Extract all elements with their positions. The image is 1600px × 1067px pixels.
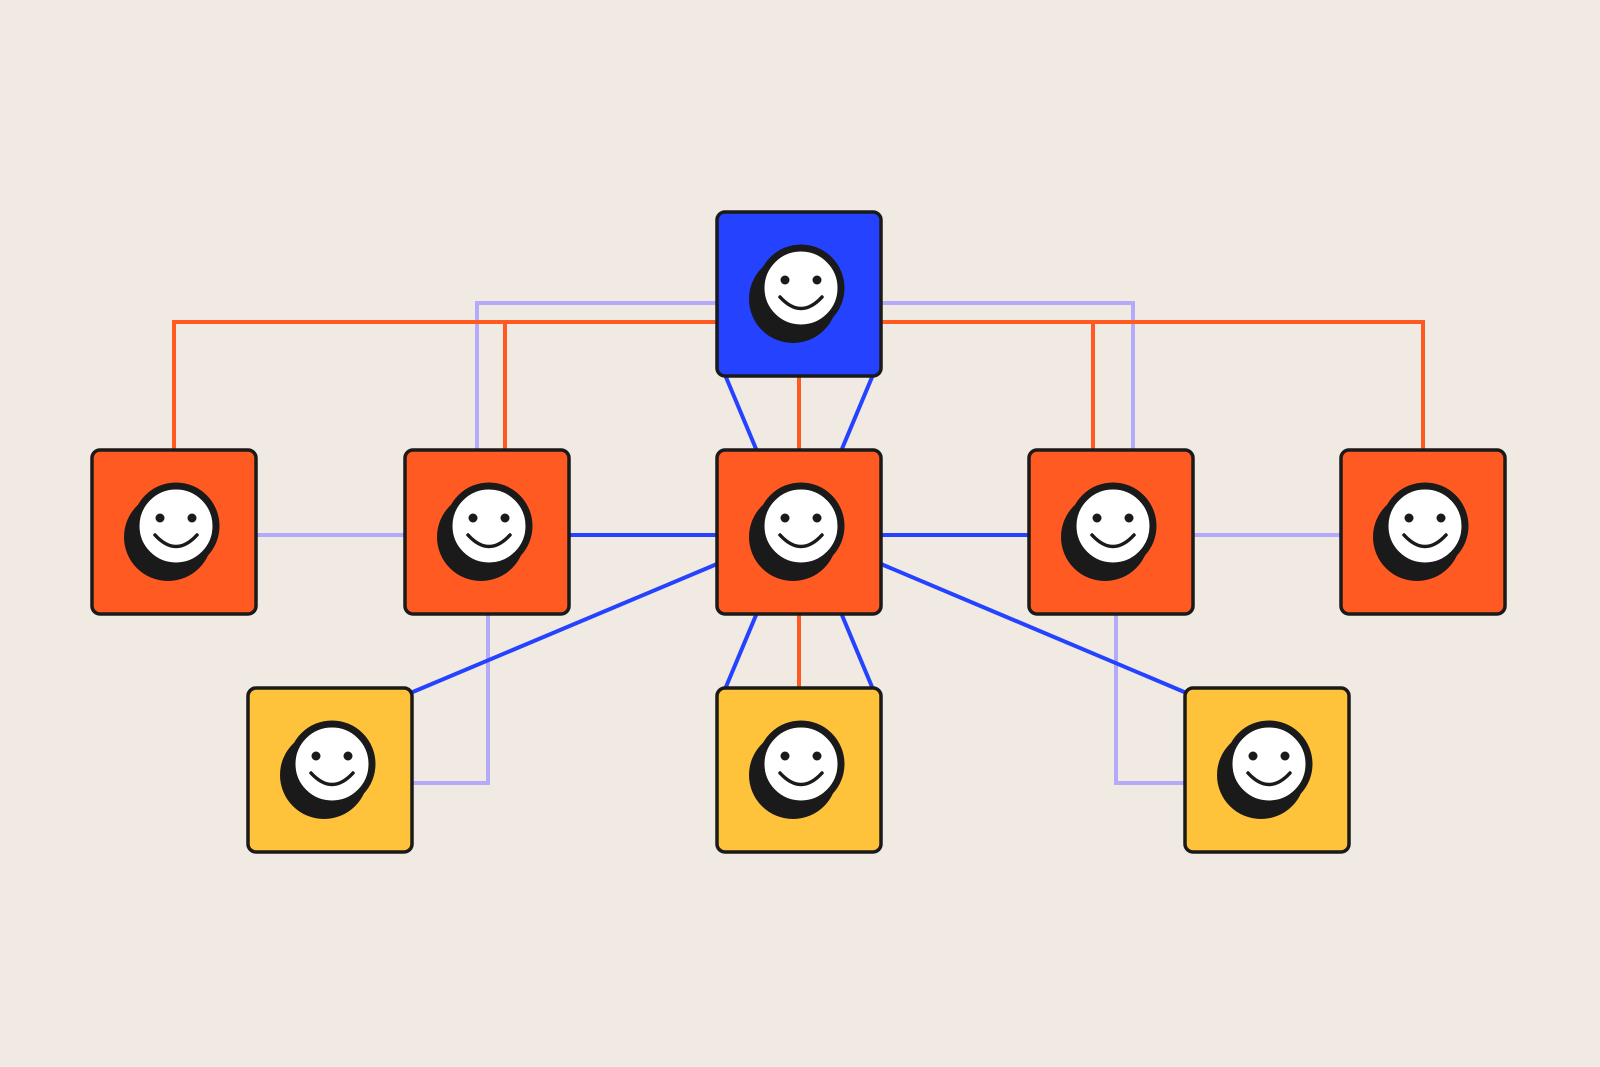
face-smile	[1402, 533, 1448, 549]
face-circle	[288, 720, 376, 808]
face-smile	[153, 533, 199, 549]
smiley-face-icon	[1373, 482, 1469, 581]
face-left-eye	[1248, 751, 1258, 761]
edge-top-to-mid-center-blue	[721, 369, 761, 457]
smiley-face-icon	[749, 720, 845, 819]
node-mid-right	[1027, 448, 1195, 616]
face-left-eye	[780, 275, 790, 285]
member-nodes	[90, 210, 1507, 854]
edge-mid-center-to-bottom-center-blue	[721, 607, 761, 695]
edge-mid-center-to-bottom-right-blue	[880, 562, 1190, 696]
face-right-eye	[812, 751, 822, 761]
face-left-eye	[1404, 513, 1414, 523]
face-circle	[132, 482, 220, 570]
face-smile	[1090, 533, 1136, 549]
face-circle	[1381, 482, 1469, 570]
face-right-eye	[343, 751, 353, 761]
smiley-face-icon	[749, 244, 845, 343]
edge-mid-right-to-bottom-right-lavender	[1114, 614, 1185, 785]
node-bottom-center	[715, 686, 883, 854]
smiley-face-icon	[280, 720, 376, 819]
face-left-eye	[155, 513, 165, 523]
edge-mid-center-to-bottom-center-blue-1	[837, 607, 877, 695]
face-right-eye	[1436, 513, 1446, 523]
face-right-eye	[187, 513, 197, 523]
face-circle	[757, 720, 845, 808]
face-circle	[757, 482, 845, 570]
node-mid-center	[715, 448, 883, 616]
edge-top-to-mid-right-lavender	[799, 301, 1135, 450]
face-smile	[1246, 771, 1292, 787]
edge-top-to-mid-center-blue-1	[837, 369, 877, 457]
node-mid-left	[403, 448, 571, 616]
face-circle	[445, 482, 533, 570]
face-smile	[778, 771, 824, 787]
face-left-eye	[468, 513, 478, 523]
edge-top-to-mid-far-right-orange	[799, 320, 1425, 450]
node-top	[715, 210, 883, 378]
face-circle	[1069, 482, 1157, 570]
face-left-eye	[780, 751, 790, 761]
edge-top-to-mid-left-orange	[503, 320, 799, 450]
smiley-face-icon	[749, 482, 845, 581]
node-bottom-right	[1183, 686, 1351, 854]
node-bottom-left	[246, 686, 414, 854]
face-smile	[778, 295, 824, 311]
face-smile	[309, 771, 355, 787]
face-right-eye	[812, 513, 822, 523]
face-left-eye	[1092, 513, 1102, 523]
face-right-eye	[812, 275, 822, 285]
edge-top-to-mid-left-lavender	[475, 301, 799, 450]
smiley-face-icon	[1061, 482, 1157, 581]
face-right-eye	[500, 513, 510, 523]
face-left-eye	[311, 751, 321, 761]
node-mid-far-right	[1339, 448, 1507, 616]
node-mid-far-left	[90, 448, 258, 616]
smiley-face-icon	[124, 482, 220, 581]
edge-mid-center-to-bottom-left-blue	[407, 562, 718, 696]
smiley-face-icon	[437, 482, 533, 581]
face-left-eye	[780, 513, 790, 523]
face-smile	[778, 533, 824, 549]
face-circle	[757, 244, 845, 332]
edge-mid-left-to-bottom-left-lavender	[412, 614, 490, 785]
face-smile	[466, 533, 512, 549]
smiley-face-icon	[1217, 720, 1313, 819]
face-right-eye	[1280, 751, 1290, 761]
face-circle	[1225, 720, 1313, 808]
face-right-eye	[1124, 513, 1134, 523]
